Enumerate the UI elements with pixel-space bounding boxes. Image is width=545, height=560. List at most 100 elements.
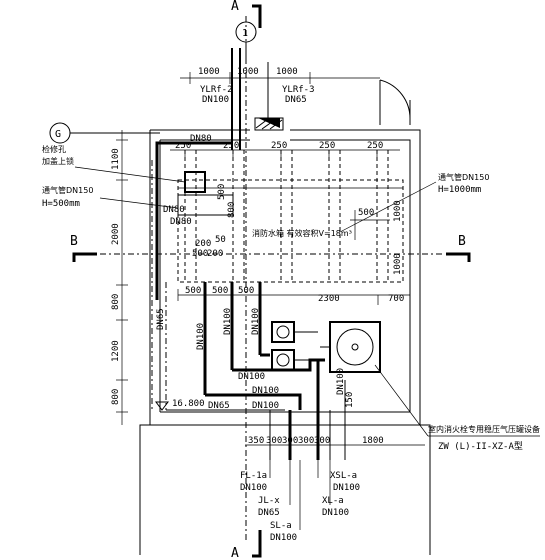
tank-dim-500-c: 500 [192, 249, 208, 259]
bottom-dim-300-c: 300 [298, 436, 314, 446]
pipe-sla-size: DN100 [270, 533, 297, 543]
pipe-ylrf3-size: DN65 [285, 95, 307, 105]
left-dim-1100: 1100 [111, 148, 121, 170]
vent-right-line2: H=1000mm [438, 185, 481, 195]
tank-dim-1000-a: 1000 [393, 200, 403, 222]
hpipe-dn100-a: DN100 [238, 372, 265, 382]
tank-dim-50: 50 [215, 235, 226, 245]
inspection-hole-line1: 检修孔 [42, 144, 66, 154]
tank-label: 消防水箱 有效容积V=18m³ [252, 228, 352, 238]
pipe-ylrf3-code: YLRf-3 [282, 85, 315, 95]
tank-dim-800: 800 [227, 202, 237, 218]
section-mark-top: A [231, 0, 262, 28]
mid-dim-500-b: 500 [212, 286, 228, 296]
pump-lower [271, 349, 310, 371]
left-dim-800-b: 800 [111, 389, 121, 405]
pipe-xla-code: XL-a [322, 496, 344, 506]
left-dim-1200: 1200 [111, 340, 121, 362]
tank-dim-500-b: 500 [358, 208, 374, 218]
hpipe-dn65: DN65 [208, 401, 230, 411]
pressure-tank [320, 321, 381, 373]
vpipe-dn100-c: DN100 [251, 308, 261, 335]
tank-dim-1000-b: 1000 [393, 253, 403, 275]
equipment-model: ZW (L)-II-XZ-A型 [438, 441, 523, 452]
bottom-dim-1800: 1800 [362, 436, 384, 446]
vpipe-dn100-b: DN100 [223, 308, 233, 335]
vpipe-dn100-a: DN100 [196, 323, 206, 350]
section-mark-bottom-label: A [231, 546, 239, 560]
pipe-xsla-code: XSL-a [330, 471, 357, 481]
equipment-label: 室内消火栓专用稳压气压罐设备 [428, 424, 540, 434]
left-dim-2000: 2000 [111, 223, 121, 245]
pipe-jlx-size: DN65 [258, 508, 280, 518]
dim-150: 150 [345, 392, 355, 408]
equipment-callout: 室内消火栓专用稳压气压罐设备 ZW (L)-II-XZ-A型 [374, 364, 540, 452]
bottom-dim-350: 350 [248, 436, 264, 446]
mid-dim-500-a: 500 [185, 286, 201, 296]
vpipe-dn65: DN65 [156, 308, 166, 330]
walls [139, 117, 431, 555]
elevation-label: 16.800 [172, 399, 205, 409]
vent-left-line1: 通气管DN150 [42, 185, 93, 195]
tank-dim-dn80-b: DN80 [170, 217, 192, 227]
water-tank: 消防水箱 有效容积V=18m³ [177, 150, 404, 283]
elevation-mark: 16.800 [155, 399, 205, 411]
pipe-dn80-label: DN80 [190, 134, 212, 144]
col-dim-2: 250 [223, 141, 239, 151]
bottom-dim-300-d: 300 [314, 436, 330, 446]
mid-dim-700: 700 [388, 294, 404, 304]
pipe-fl1a-size: DN100 [240, 483, 267, 493]
vent-right-line1: 通气管DN150 [438, 172, 489, 182]
axis-bubble-g: G [49, 122, 160, 144]
top-dim-3: 1000 [276, 67, 298, 77]
axis-bubble-1: 1 [235, 21, 257, 62]
top-dim-2: 1000 [237, 67, 259, 77]
section-mark-bottom: A [231, 530, 262, 560]
bottom-pipe-labels: FL-1a DN100 JL-x DN65 SL-a DN100 XSL-a D… [240, 460, 360, 543]
vent-left-line2: H=500mm [42, 199, 80, 209]
inspection-hole-line2: 加盖上锁 [42, 156, 74, 166]
mid-dim-500-c: 500 [238, 286, 254, 296]
pipe-xla-size: DN100 [322, 508, 349, 518]
pipe-ylrf2-size: DN100 [202, 95, 229, 105]
pipe-fl1a-code: FL-1a [240, 471, 267, 481]
pipe-jlx-code: JL-x [258, 496, 280, 506]
vent-left: 通气管DN150 H=500mm [42, 185, 179, 209]
tank-dimensions: 500 800 500 1000 1000 200 50 500 200 DN8… [163, 184, 403, 275]
col-dim-5: 250 [367, 141, 383, 151]
mid-dimension-line: 500 500 500 2300 700 [177, 286, 411, 305]
bottom-dim-300-b: 300 [282, 436, 298, 446]
pipe-sla-code: SL-a [270, 521, 292, 531]
axis-g-label: G [55, 129, 61, 140]
pipe-dn80-top: DN80 [155, 134, 232, 300]
top-dim-1: 1000 [198, 67, 220, 77]
tank-dim-200-a: 200 [195, 239, 211, 249]
left-dim-800: 800 [111, 294, 121, 310]
col-dim-1: 250 [175, 141, 191, 151]
vpipe-dn100-d: DN100 [336, 368, 346, 395]
section-mark-left-label: B [70, 234, 78, 249]
section-mark-top-label: A [231, 0, 239, 14]
bottom-dimension-line: 350 300 300 300 300 1800 [245, 436, 425, 446]
left-dimension-chain: 1100 2000 800 1200 800 [111, 130, 128, 425]
door-swing [379, 79, 411, 125]
pipe-xsla-size: DN100 [333, 483, 360, 493]
col-dim-4: 250 [319, 141, 335, 151]
top-dimension-line: 1000 1000 1000 [180, 67, 380, 84]
pump-upper [271, 321, 318, 343]
hpipe-dn100-c: DN100 [252, 401, 279, 411]
top-pipe-labels: YLRf-2 DN100 YLRf-3 DN65 [200, 85, 315, 105]
pipes-below: DN65 DN100 DN100 DN100 DN100 DN100 DN100… [156, 282, 346, 460]
tank-dim-dn80-a: DN80 [163, 205, 185, 215]
vent-right: 通气管DN150 H=1000mm [339, 172, 489, 233]
inspection-hatch: 检修孔 加盖上锁 [42, 144, 234, 216]
mid-dim-2300: 2300 [318, 294, 340, 304]
pipe-ylrf2-code: YLRf-2 [200, 85, 233, 95]
axis-1-label: 1 [242, 28, 248, 39]
tank-dim-200-b: 200 [207, 249, 223, 259]
section-mark-left: B [70, 234, 97, 262]
hpipe-dn100-b: DN100 [252, 386, 279, 396]
bottom-dim-300-a: 300 [266, 436, 282, 446]
section-mark-right: B [446, 234, 471, 262]
